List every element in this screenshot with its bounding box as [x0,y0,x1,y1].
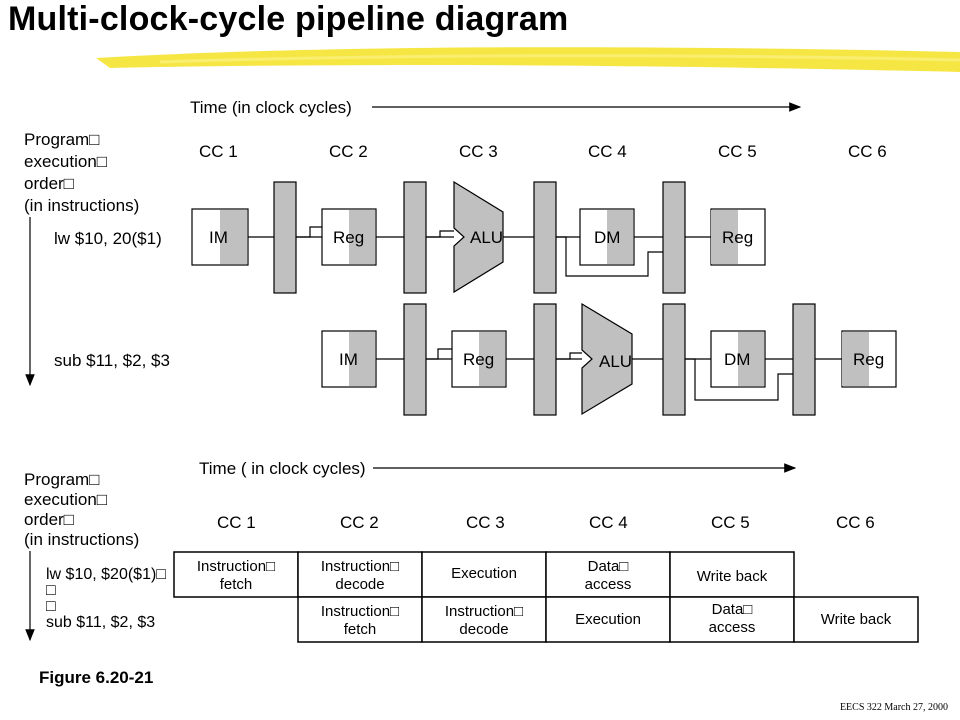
stage-text: Write back [697,568,768,585]
top-order-label-line: Program□ [24,130,99,149]
bottom-cc-label: CC 2 [340,513,379,532]
top-cc-label: CC 6 [848,142,887,161]
bottom-order-label-line: execution□ [24,490,107,509]
top-cc-label: CC 4 [588,142,627,161]
instruction-label-lw: lw $10, 20($1) [54,229,162,248]
stage-text: decode [335,576,384,593]
slide-footer: EECS 322 March 27, 2000 [839,702,948,713]
stage-text: Data□ [712,601,753,618]
stage-text: fetch [220,576,253,593]
stage-alu-label: ALU [599,352,632,371]
stage-alu [581,302,633,416]
stage-box [545,551,671,598]
pipeline-register [662,181,686,294]
stage-text: Data□ [588,558,629,575]
stage-reg-label: Reg [722,228,753,247]
top-order-label-line: (in instructions) [24,196,139,215]
stage-text: Execution [451,565,517,582]
stage-box [297,596,423,643]
figure-caption: Figure 6.20-21 [39,668,154,687]
top-cc-label: CC 5 [718,142,757,161]
stage-box [421,596,547,643]
instruction-label-sub: sub $11, $2, $3 [54,351,170,370]
stage-text: decode [459,621,508,638]
top-order-label-line: order□ [24,174,74,193]
stage-text: access [709,619,756,636]
stage-text: fetch [344,621,377,638]
stage-text: Instruction□ [197,558,275,575]
bottom-cc-label: CC 5 [711,513,750,532]
pipeline-register [533,181,557,294]
stage-alu [453,180,504,294]
top-cc-label: CC 2 [329,142,368,161]
bottom-time-label: Time ( in clock cycles) [199,459,366,478]
pipeline-register [403,303,427,416]
pipeline-register [403,181,427,294]
top-time-label: Time (in clock cycles) [190,98,352,117]
bottom-instruction-label: sub $11, $2, $3 [46,614,155,631]
stage-im-label: IM [339,350,358,369]
pipeline-register [533,303,557,416]
bottom-cc-label: CC 4 [589,513,628,532]
top-cc-label: CC 1 [199,142,238,161]
top-cc-label: CC 3 [459,142,498,161]
stage-text: Instruction□ [321,603,399,620]
stage-alu-label: ALU [470,228,503,247]
stage-text: Instruction□ [321,558,399,575]
stage-dm-label: DM [594,228,620,247]
bottom-instruction-label: □ [46,598,56,615]
bottom-order-label-line: Program□ [24,470,99,489]
bottom-instruction-label: lw $10, $20($1)□ [46,566,166,583]
bottom-cc-label: CC 1 [217,513,256,532]
bottom-instruction-label: □ [46,582,56,599]
stage-reg-label: Reg [463,350,494,369]
stage-reg-label: Reg [333,228,364,247]
stage-reg-label: Reg [853,350,884,369]
bottom-cc-label: CC 3 [466,513,505,532]
pipeline-row-sub [321,302,897,416]
bottom-order-label-line: (in instructions) [24,530,139,549]
stage-im-label: IM [209,228,228,247]
slide-title: Multi-clock-cycle pipeline diagram [8,0,569,38]
pipeline-row-lw [191,180,766,294]
stage-text: Write back [821,611,892,628]
pipeline-register [273,181,297,294]
stage-box [669,596,795,643]
stage-box [793,596,919,643]
pipeline-register [792,303,816,416]
stage-text: access [585,576,632,593]
stage-box [297,551,423,598]
stage-dm-label: DM [724,350,750,369]
stage-text: Execution [575,611,641,628]
bottom-cc-label: CC 6 [836,513,875,532]
bottom-order-label-line: order□ [24,510,74,529]
pipeline-register [662,303,686,416]
stage-text: Instruction□ [445,603,523,620]
top-order-label-line: execution□ [24,152,107,171]
stage-box [173,551,299,598]
